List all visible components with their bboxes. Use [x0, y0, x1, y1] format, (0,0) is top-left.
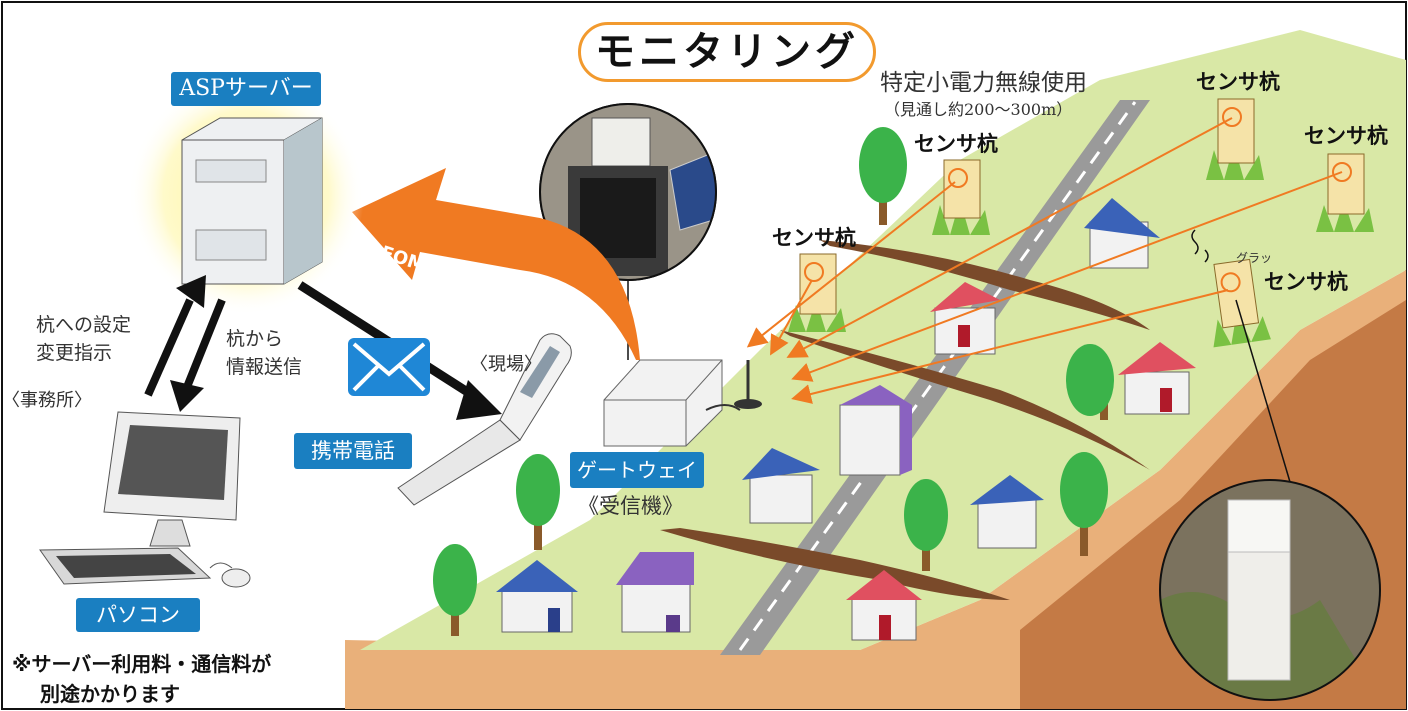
house	[1118, 342, 1196, 415]
house	[496, 560, 578, 633]
radio-label: 特定小電力無線使用	[880, 70, 1087, 96]
gateway-label: ゲートウェイ	[570, 452, 704, 488]
sensor-pile	[1206, 98, 1264, 180]
mobile-phone-icon	[397, 333, 572, 506]
sensor-pile	[932, 159, 990, 235]
house	[846, 570, 922, 641]
house	[839, 385, 912, 476]
sensor-pile-label: センサ杭	[1196, 70, 1280, 94]
sensor-pile-label: センサ杭	[914, 132, 998, 156]
mobile-phone-label: 携帯電話	[294, 433, 412, 469]
receiver-label: 《受信機》	[578, 494, 683, 518]
tree	[904, 479, 948, 571]
page-title: モニタリング	[595, 29, 859, 75]
sensor-pile-tilted	[1213, 258, 1271, 348]
crack-2	[780, 330, 1150, 470]
mail-icon	[348, 338, 430, 396]
settings-instruction-label: 杭への設定	[36, 314, 132, 336]
info-transmit-label: 杭から	[226, 328, 284, 350]
tree	[859, 127, 907, 225]
title-badge: モニタリング	[578, 22, 876, 82]
tree	[433, 544, 477, 636]
house	[1084, 198, 1160, 269]
pc-label: パソコン	[76, 598, 200, 632]
site-label: 〈現場〉	[470, 354, 542, 375]
server-icon	[181, 117, 323, 285]
settings-arrow	[144, 275, 206, 397]
sensor-pile	[788, 253, 846, 332]
house	[930, 282, 1000, 355]
tree	[1060, 452, 1108, 556]
gateway-photo	[539, 103, 717, 281]
shake-label: グラッ	[1236, 251, 1273, 265]
house	[616, 552, 694, 633]
shake-icon	[1191, 229, 1209, 263]
footnote-line-1: ※サーバー利用料・通信料が	[12, 652, 272, 676]
footnote-line-2: 別途かかります	[40, 682, 180, 706]
foma-arrow	[352, 168, 640, 360]
house	[970, 475, 1044, 549]
settings-instruction-label: 変更指示	[36, 342, 113, 364]
tree	[1066, 344, 1114, 420]
radio-signals	[746, 117, 1343, 404]
sensor-photo	[1159, 299, 1381, 701]
crack-3	[820, 240, 1150, 330]
info-transmit-label: 情報送信	[226, 356, 303, 378]
server-label: ASPサーバー	[171, 72, 321, 106]
radio-range-label: （見通し約200～300m）	[884, 100, 1073, 119]
gateway-box	[603, 359, 762, 447]
sensor-pile	[1316, 153, 1374, 232]
office-label: 〈事務所〉	[2, 390, 92, 411]
sensor-pile-label: センサ杭	[1264, 270, 1348, 294]
sensor-pile-label: センサ杭	[772, 226, 856, 250]
crack-1	[660, 528, 1010, 600]
hill-surface	[360, 30, 1406, 650]
pc-icon	[39, 411, 251, 588]
tree	[516, 454, 560, 550]
house	[742, 448, 820, 524]
info-arrow	[170, 298, 226, 412]
sensor-pile-label: センサ杭	[1304, 124, 1388, 148]
